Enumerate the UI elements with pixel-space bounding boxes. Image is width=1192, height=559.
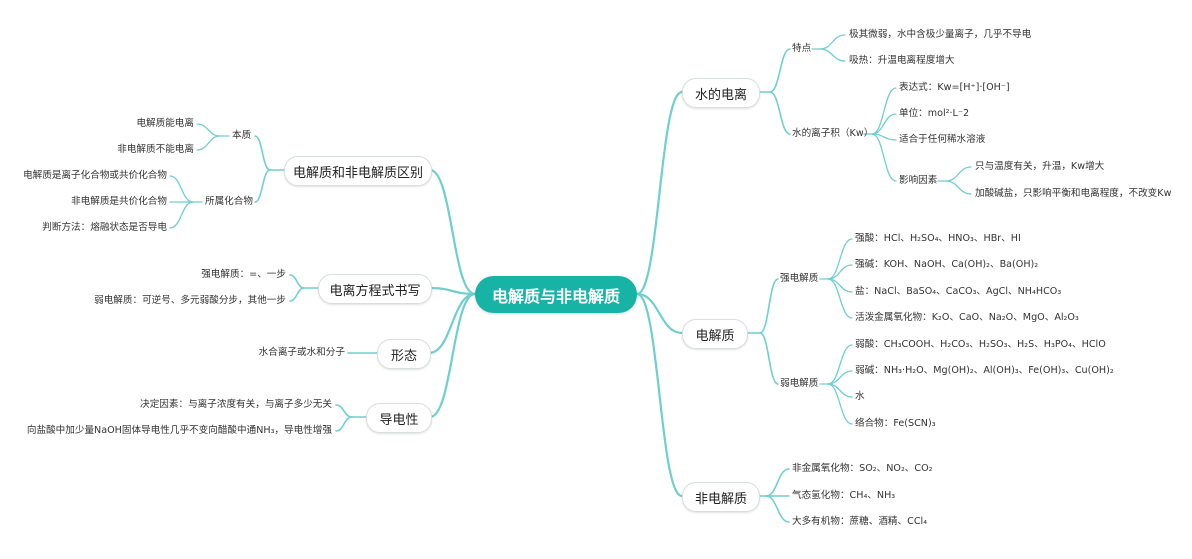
connector-line: [169, 175, 194, 203]
topic-essence[interactable]: 本质: [232, 130, 252, 141]
topic-compound[interactable]: 所属化合物: [205, 196, 253, 207]
connector-line: [827, 238, 853, 280]
topic-weak-electrolyte[interactable]: 弱电解质: [780, 378, 819, 389]
connector-line: [169, 201, 194, 229]
leaf-equation-weak[interactable]: 弱电解质：可逆号、多元弱酸分步，其他一步: [94, 295, 286, 306]
leaf-strong-acid[interactable]: 强酸：HCl、H₂SO₄、HNO₃、HBr、HI: [855, 233, 1021, 244]
leaf-weak-base[interactable]: 弱碱：NH₃·H₂O、Mg(OH)₂、Al(OH)₃、Fe(OH)₃、Cu(OH…: [855, 365, 1114, 376]
connector-line: [254, 169, 271, 203]
leaf-essence-1[interactable]: 电解质能电离: [136, 118, 194, 129]
leaf-kw-applicability[interactable]: 适合于任何稀水溶液: [899, 134, 986, 145]
topic-feature[interactable]: 特点: [792, 43, 812, 54]
leaf-compound-1[interactable]: 电解质是离子化合物或共价化合物: [23, 170, 167, 181]
topic-water-ionization[interactable]: 水的电离: [682, 78, 760, 108]
leaf-complex[interactable]: 络合物：Fe(SCN)₃: [855, 418, 936, 429]
connector-line: [335, 416, 353, 432]
connector-line: [871, 87, 897, 135]
topic-ionization-equation[interactable]: 电离方程式书写: [318, 274, 432, 304]
leaf-organics[interactable]: 大多有机物：蔗糖、酒精、CCl₄: [792, 516, 928, 527]
leaf-weak-acid[interactable]: 弱酸：CH₃COOH、H₂CO₃、H₂SO₃、H₂S、H₃PO₄、HClO: [855, 339, 1106, 350]
leaf-compound-2[interactable]: 非电解质是共价化合物: [71, 196, 167, 207]
topic-kw[interactable]: 水的离子积（Kw）: [792, 128, 874, 139]
leaf-equation-strong[interactable]: 强电解质：=、一步: [201, 269, 286, 280]
connector-root-electrolyte: [635, 292, 684, 335]
connector-line: [827, 278, 853, 319]
connector-line: [945, 180, 972, 195]
leaf-feature-2[interactable]: 吸热：升温电离程度增大: [849, 55, 955, 66]
leaf-kw-expression[interactable]: 表达式：Kw=[H⁺]·[OH⁻]: [899, 82, 1010, 93]
connector-line: [759, 332, 779, 385]
connector-line: [827, 344, 853, 385]
connector-line: [335, 404, 353, 418]
connector-line: [765, 468, 790, 497]
connector-root-difference: [428, 168, 477, 296]
connector-line: [289, 274, 305, 289]
connector-line: [827, 383, 853, 425]
leaf-factor-1[interactable]: 只与温度有关，升温，Kw增大: [975, 161, 1105, 172]
leaf-conductivity-example[interactable]: 向盐酸中加少量NaOH固体导电性几乎不变向醋酸中通NH₃，导电性增强: [26, 425, 332, 436]
leaf-strong-base[interactable]: 强碱：KOH、NaOH、Ca(OH)₂、Ba(OH)₂: [855, 259, 1039, 270]
leaf-compound-3[interactable]: 判断方法：熔融状态是否导电: [42, 222, 167, 233]
leaf-gaseous-hydride[interactable]: 气态氢化物：CH₄、NH₃: [792, 490, 896, 501]
leaf-water[interactable]: 水: [855, 391, 865, 402]
leaf-nonmetal-oxide[interactable]: 非金属氧化物：SO₂、NO₂、CO₂: [792, 463, 933, 474]
connector-line: [769, 91, 791, 135]
root-topic[interactable]: 电解质与非电解质: [475, 276, 637, 313]
connector-line: [759, 278, 779, 334]
connector-line: [769, 48, 791, 93]
connector-line: [196, 135, 221, 151]
connector-root-nonelectrolyte: [635, 292, 684, 498]
connector-line: [196, 123, 221, 137]
leaf-kw-unit[interactable]: 单位：mol²·L⁻2: [899, 108, 970, 119]
connector-root-water: [635, 90, 684, 296]
leaf-feature-1[interactable]: 极其微弱，水中含极少量离子，几乎不导电: [849, 29, 1032, 40]
connector-root-form: [427, 292, 477, 355]
topic-strong-electrolyte[interactable]: 强电解质: [780, 273, 819, 284]
leaf-conductivity-factor[interactable]: 决定因素：与离子浓度有关，与离子多少无关: [140, 399, 332, 410]
topic-conductivity[interactable]: 导电性: [366, 403, 432, 433]
leaf-active-metal-oxide[interactable]: 活泼金属氧化物：K₂O、CaO、Na₂O、MgO、Al₂O₃: [855, 312, 1079, 323]
topic-nonelectrolyte[interactable]: 非电解质: [682, 482, 760, 512]
leaf-salt[interactable]: 盐：NaCl、BaSO₄、CaCO₃、AgCl、NH₄HCO₃: [855, 286, 1062, 297]
connector-line: [289, 287, 305, 302]
connector-root-equation: [428, 286, 477, 296]
connector-line: [819, 48, 846, 62]
topic-electrolyte[interactable]: 电解质: [682, 319, 748, 349]
leaf-form[interactable]: 水合离子或水和分子: [258, 347, 345, 358]
connector-line: [765, 495, 790, 523]
connector-line: [945, 166, 972, 182]
connector-line: [254, 135, 271, 171]
connector-line: [871, 133, 897, 182]
leaf-factor-2[interactable]: 加酸碱盐，只影响平衡和电离程度，不改变Kw: [975, 188, 1172, 199]
topic-difference[interactable]: 电解质和非电解质区别: [284, 156, 432, 186]
connector-line: [871, 113, 897, 135]
connector-line: [819, 34, 846, 50]
topic-form[interactable]: 形态: [377, 339, 431, 369]
leaf-essence-2[interactable]: 非电解质不能电离: [117, 144, 194, 155]
connector-root-conductivity: [428, 292, 477, 419]
topic-kw-factors[interactable]: 影响因素: [899, 175, 938, 186]
